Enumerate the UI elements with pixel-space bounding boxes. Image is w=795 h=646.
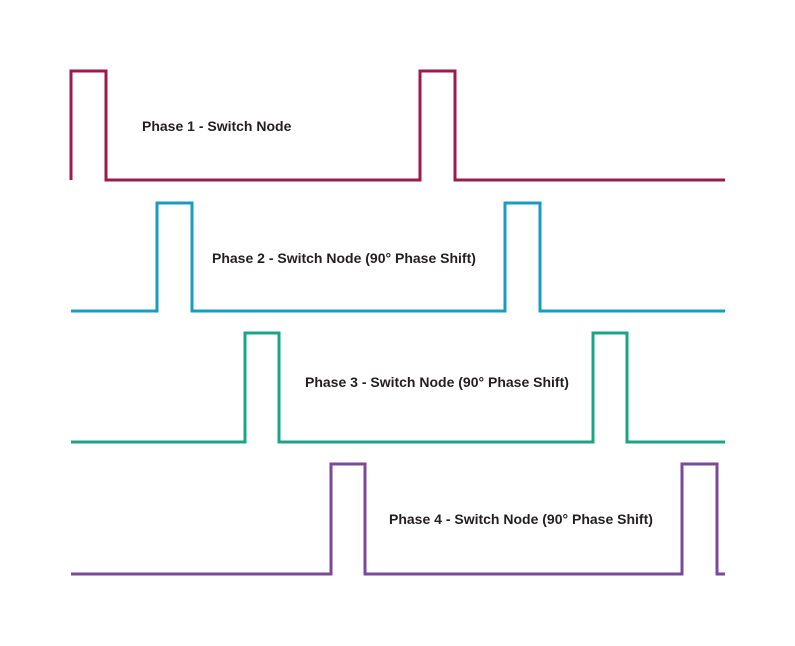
phase-3-trace: Phase 3 - Switch Node (90° Phase Shift) (71, 331, 725, 444)
phase-4-waveform (71, 462, 725, 576)
phase-2-label: Phase 2 - Switch Node (90° Phase Shift) (212, 250, 476, 266)
phase-4-label: Phase 4 - Switch Node (90° Phase Shift) (389, 511, 653, 527)
phase-2-waveform (71, 201, 725, 313)
phase-2-trace: Phase 2 - Switch Node (90° Phase Shift) (71, 201, 725, 313)
phase-1-label: Phase 1 - Switch Node (142, 118, 292, 134)
phase-1-waveform (69, 69, 725, 182)
phase-3-label: Phase 3 - Switch Node (90° Phase Shift) (305, 374, 569, 390)
phase-1-trace: Phase 1 - Switch Node (69, 69, 725, 182)
phase-3-waveform (71, 331, 725, 444)
phase-4-trace: Phase 4 - Switch Node (90° Phase Shift) (71, 462, 725, 576)
